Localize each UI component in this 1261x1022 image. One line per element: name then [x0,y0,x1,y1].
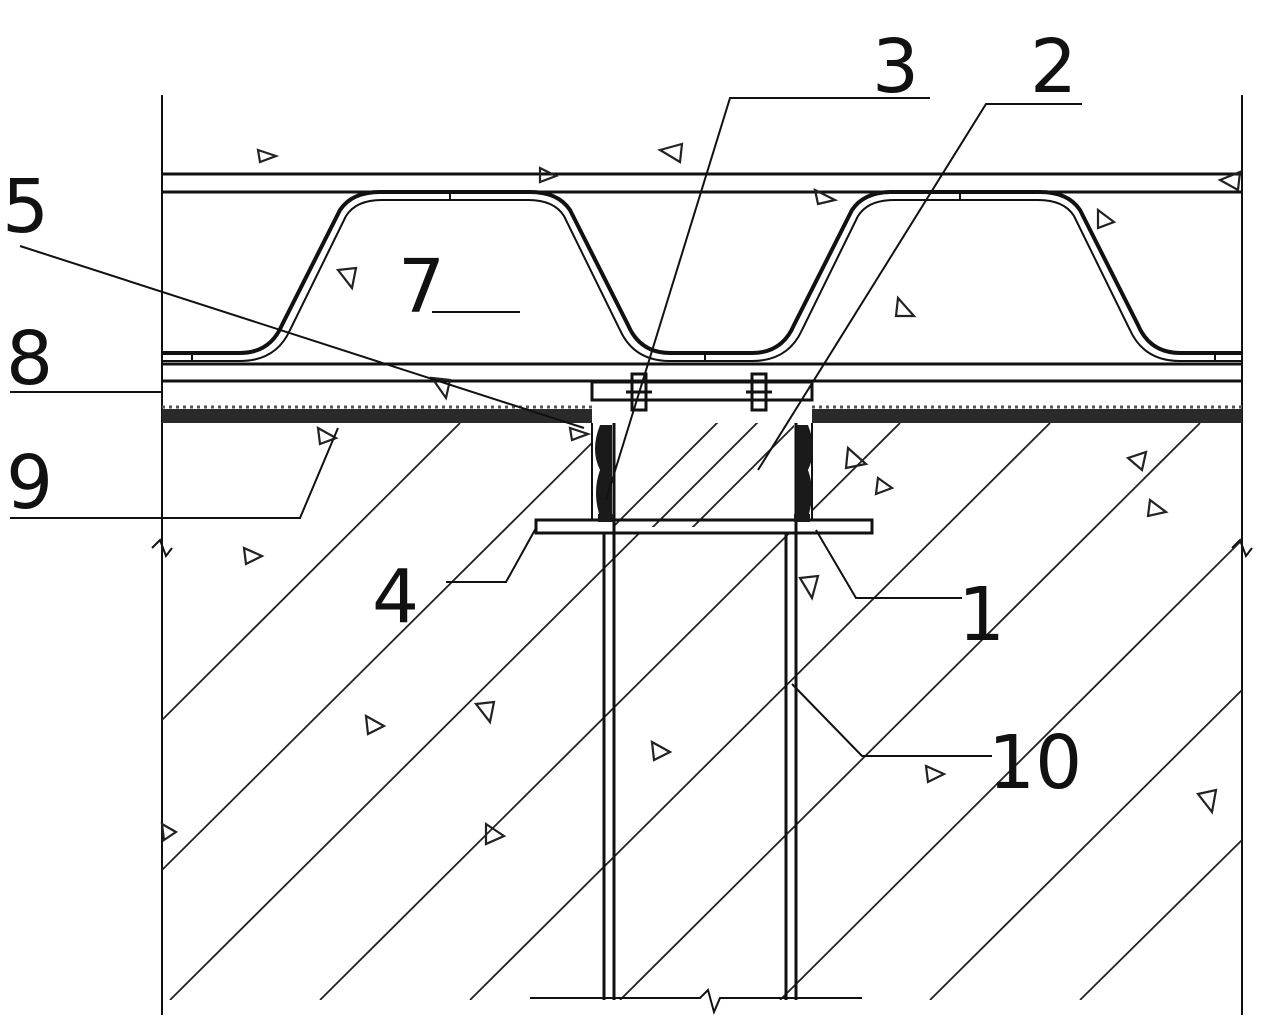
composite-slab [162,172,1242,383]
profiled-steel-deck [162,190,1242,355]
leader-lines [10,97,1082,757]
mortar-layer [162,405,1242,423]
callout-1: 1 [958,572,1005,658]
callout-3: 3 [872,24,919,110]
callout-9: 9 [6,440,53,526]
concrete-hatch [162,423,1242,1000]
callout-4: 4 [372,554,419,640]
callout-10: 10 [988,720,1082,806]
base-line [530,988,862,1016]
callout-labels: 3 2 5 7 8 9 4 1 10 [2,24,1082,806]
callout-2: 2 [1030,24,1077,110]
web-hatch [614,423,794,527]
boundary-lines [151,95,1253,1015]
top-connection-plate [590,372,814,412]
callout-8: 8 [6,316,53,402]
callout-7: 7 [398,244,445,330]
callout-5: 5 [2,164,49,250]
steel-member [534,423,874,1000]
aggregate-symbols [160,142,1242,846]
